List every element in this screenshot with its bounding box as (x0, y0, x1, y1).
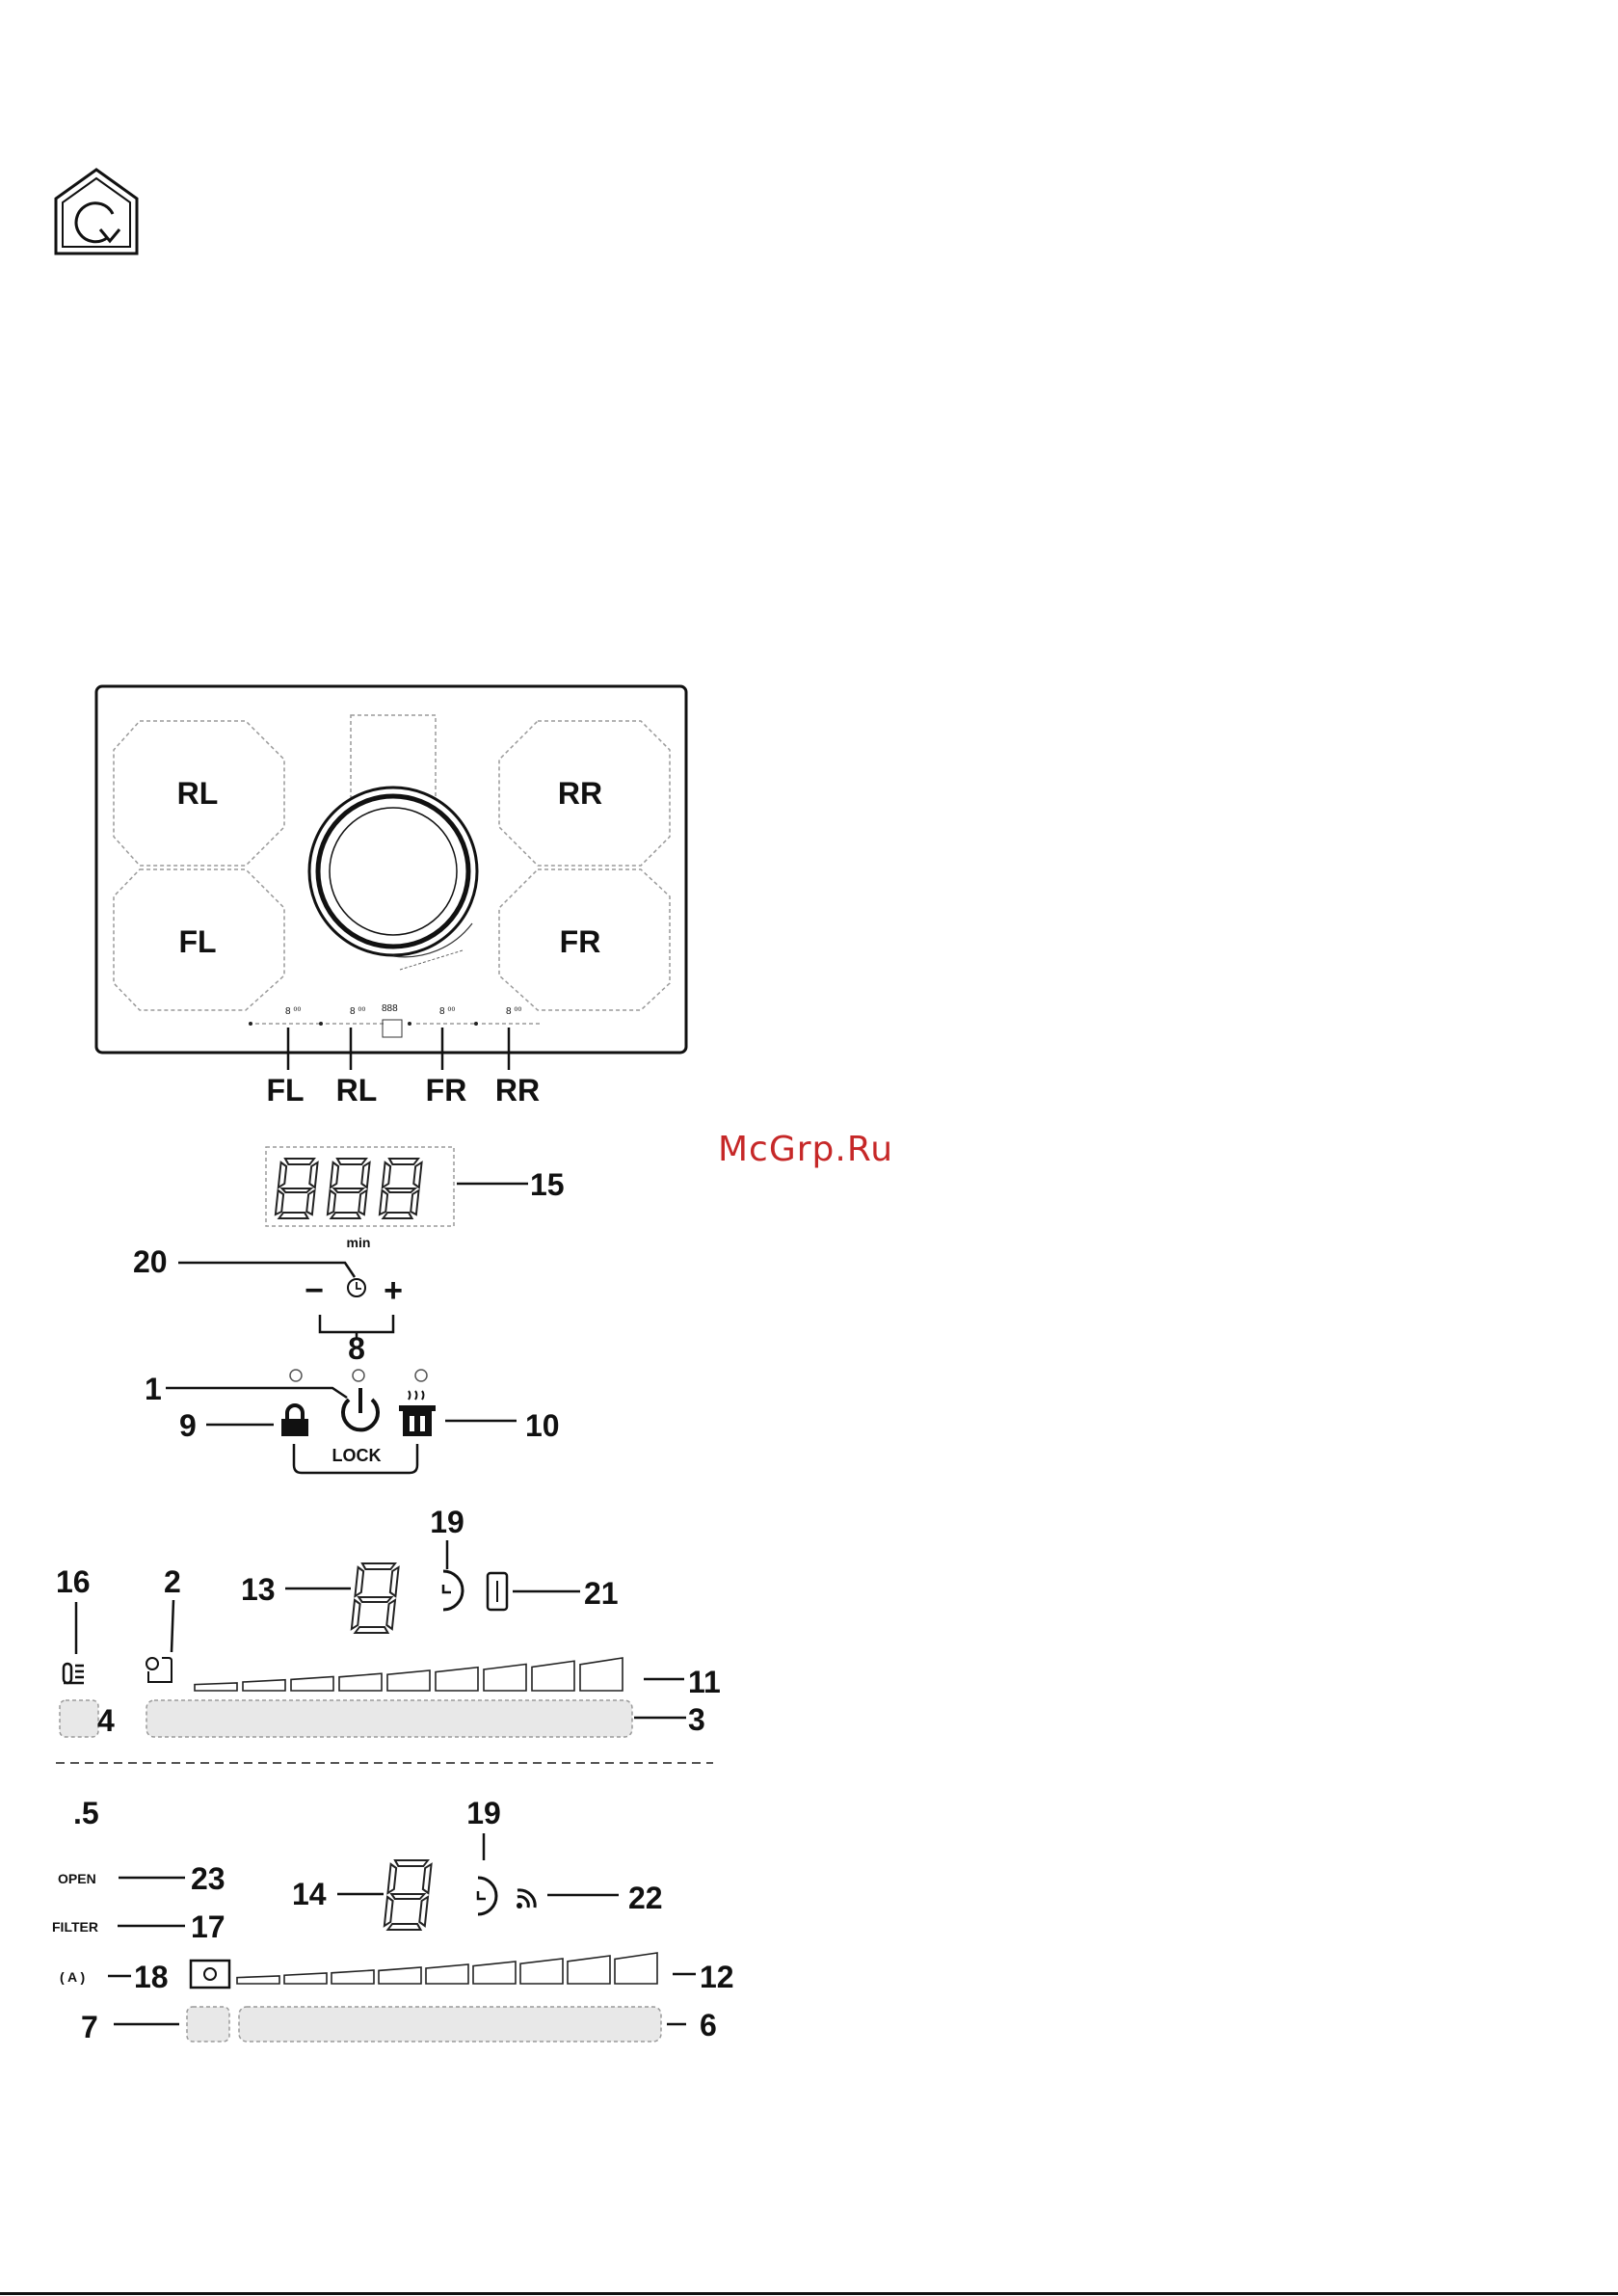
power-level-bars (195, 1658, 623, 1691)
callout-13: 13 (241, 1572, 276, 1607)
zone-label-fl: FL (178, 924, 216, 959)
callout-17: 17 (191, 1909, 225, 1944)
timer-display (275, 1159, 422, 1218)
svg-text:8 ⁰⁰: 8 ⁰⁰ (285, 1006, 301, 1017)
power-level-1[interactable] (237, 1976, 279, 1984)
dot-label: .5 (73, 1796, 99, 1830)
power-level-7[interactable] (484, 1665, 526, 1692)
power-level-6[interactable] (473, 1962, 516, 1984)
house-recycle-icon (56, 170, 137, 254)
strip-label-rr: RR (495, 1073, 540, 1108)
callout-19-bottom: 19 (466, 1796, 501, 1830)
callout-19-top: 19 (430, 1505, 464, 1539)
timer-dial-icon (443, 1571, 463, 1610)
power-level-8[interactable] (532, 1661, 574, 1691)
power-level-4[interactable] (339, 1673, 382, 1691)
strip-label-rl: RL (336, 1073, 378, 1108)
callout-18: 18 (134, 1960, 169, 1994)
svg-text:8 ⁰⁰: 8 ⁰⁰ (506, 1006, 521, 1017)
callout-22: 22 (628, 1881, 663, 1915)
zone-digit-display (351, 1563, 399, 1633)
callout-10: 10 (525, 1408, 560, 1443)
padlock-icon[interactable] (281, 1405, 308, 1436)
svg-text:8 ⁰⁰: 8 ⁰⁰ (439, 1006, 455, 1017)
power-level-3[interactable] (291, 1677, 333, 1692)
power-level-6[interactable] (436, 1668, 478, 1691)
zone-label-rl: RL (177, 776, 219, 811)
power-level-1[interactable] (195, 1683, 237, 1691)
callout-2: 2 (164, 1564, 181, 1599)
filter-label: FILTER (52, 1919, 98, 1935)
power-level-9[interactable] (615, 1953, 657, 1984)
hood-slider[interactable] (239, 2007, 661, 2042)
callout-8: 8 (348, 1331, 365, 1366)
zone-panel: 19 13 21 16 2 (56, 1505, 721, 1738)
hood-key[interactable] (187, 2007, 229, 2042)
minus-button[interactable]: − (305, 1272, 324, 1309)
callout-11: 11 (688, 1665, 721, 1699)
power-icon[interactable] (343, 1388, 378, 1429)
wifi-signal-icon[interactable] (517, 1890, 535, 1909)
power-level-2[interactable] (284, 1973, 327, 1984)
zone-label-rr: RR (558, 776, 602, 811)
thermometer-icon (64, 1664, 84, 1683)
callout-23: 23 (191, 1861, 225, 1896)
callout-12: 12 (700, 1960, 734, 1994)
light-square-icon[interactable] (191, 1961, 229, 1988)
page-bottom-rule (0, 2292, 1618, 2295)
callout-6: 6 (700, 2008, 717, 2042)
power-level-4[interactable] (379, 1967, 421, 1984)
auto-bracket-icon: ( A ) (60, 1969, 85, 1985)
pause-bracket-icon[interactable] (488, 1573, 507, 1610)
callout-15: 15 (530, 1167, 565, 1202)
strip-label-fr: FR (426, 1073, 467, 1108)
callout-21: 21 (584, 1576, 619, 1611)
power-level-9[interactable] (580, 1658, 623, 1691)
hood-digit-display (384, 1860, 432, 1930)
zone-label-fr: FR (560, 924, 601, 959)
clock-icon[interactable] (348, 1279, 365, 1296)
open-label: OPEN (58, 1871, 96, 1886)
svg-text:888: 888 (382, 1003, 398, 1014)
zone-slider[interactable] (146, 1700, 632, 1737)
callout-16: 16 (56, 1564, 91, 1599)
callout-7: 7 (81, 2010, 98, 2044)
zone-key[interactable] (60, 1700, 98, 1737)
timer-panel: 15 min 20 − + 8 1 9 (133, 1147, 565, 1473)
hood-panel: .5 19 OPEN 23 14 22 FILTER 17 ( A ) 18 (52, 1796, 734, 2044)
callout-3: 3 (688, 1702, 705, 1737)
pot-steam-icon[interactable] (399, 1391, 436, 1436)
callout-9: 9 (179, 1408, 197, 1443)
power-level-7[interactable] (520, 1959, 563, 1984)
callout-4: 4 (97, 1703, 115, 1738)
strip-label-fl: FL (266, 1073, 304, 1108)
power-level-5[interactable] (387, 1670, 430, 1691)
timer-dial-icon-hood (478, 1878, 496, 1914)
svg-text:8 ⁰⁰: 8 ⁰⁰ (350, 1006, 365, 1017)
callout-1: 1 (145, 1372, 162, 1406)
cooktop: RL RR FL FR 8 ⁰⁰ 8 ⁰⁰ 888 8 ⁰ (96, 686, 686, 1070)
power-level-3[interactable] (332, 1970, 374, 1984)
hood-power-level-bars (237, 1953, 657, 1984)
power-level-2[interactable] (243, 1680, 285, 1691)
timer-unit-label: min (347, 1235, 371, 1250)
power-level-5[interactable] (426, 1964, 468, 1984)
callout-14: 14 (292, 1877, 327, 1911)
watermark: McGrp.Ru (718, 1130, 893, 1169)
lock-label: LOCK (332, 1446, 382, 1465)
plus-button[interactable]: + (384, 1272, 403, 1309)
power-level-8[interactable] (568, 1956, 610, 1984)
zone-select-icon[interactable] (146, 1658, 172, 1682)
callout-20: 20 (133, 1244, 168, 1279)
